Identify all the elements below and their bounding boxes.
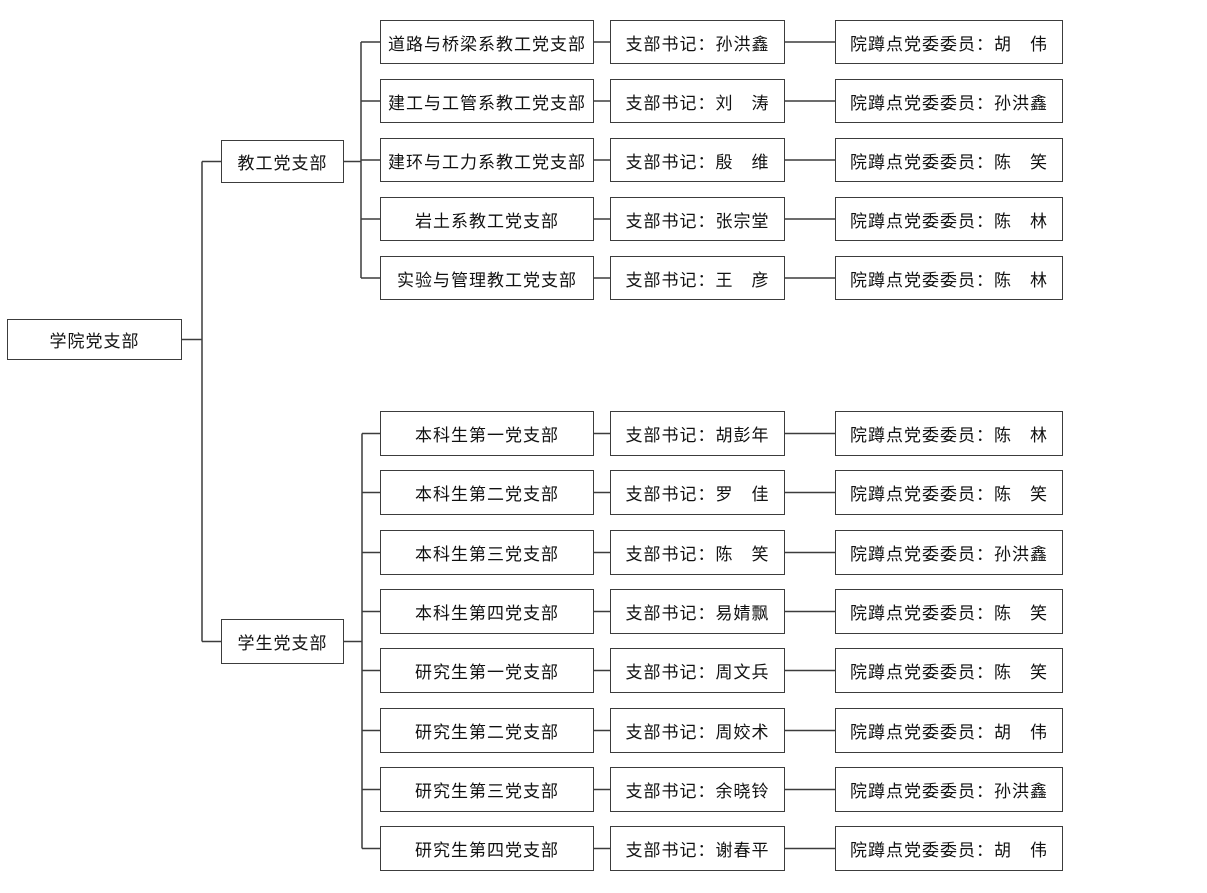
secretary-box: 支部书记：周文兵 xyxy=(610,648,785,693)
branch-box-teachers: 教工党支部 xyxy=(221,140,344,183)
committee-box: 院蹲点党委委员：胡 伟 xyxy=(835,826,1063,871)
unit-box: 本科生第二党支部 xyxy=(380,470,594,515)
unit-box: 实验与管理教工党支部 xyxy=(380,256,594,300)
branch-box-students: 学生党支部 xyxy=(221,619,344,664)
committee-box: 院蹲点党委委员：陈 林 xyxy=(835,256,1063,300)
unit-box: 建环与工力系教工党支部 xyxy=(380,138,594,182)
unit-box: 研究生第一党支部 xyxy=(380,648,594,693)
secretary-box: 支部书记：殷 维 xyxy=(610,138,785,182)
committee-box: 院蹲点党委委员：胡 伟 xyxy=(835,708,1063,753)
unit-box: 研究生第四党支部 xyxy=(380,826,594,871)
unit-box: 本科生第四党支部 xyxy=(380,589,594,634)
committee-box: 院蹲点党委委员：陈 笑 xyxy=(835,648,1063,693)
secretary-box: 支部书记：余晓铃 xyxy=(610,767,785,812)
secretary-box: 支部书记：刘 涛 xyxy=(610,79,785,123)
committee-box: 院蹲点党委委员：陈 笑 xyxy=(835,589,1063,634)
unit-box: 建工与工管系教工党支部 xyxy=(380,79,594,123)
committee-box: 院蹲点党委委员：孙洪鑫 xyxy=(835,530,1063,575)
secretary-box: 支部书记：谢春平 xyxy=(610,826,785,871)
secretary-box: 支部书记：孙洪鑫 xyxy=(610,20,785,64)
secretary-box: 支部书记：周姣术 xyxy=(610,708,785,753)
unit-box: 岩土系教工党支部 xyxy=(380,197,594,241)
committee-box: 院蹲点党委委员：陈 笑 xyxy=(835,138,1063,182)
committee-box: 院蹲点党委委员：陈 林 xyxy=(835,197,1063,241)
secretary-box: 支部书记：张宗堂 xyxy=(610,197,785,241)
secretary-box: 支部书记：易婧飘 xyxy=(610,589,785,634)
unit-box: 道路与桥梁系教工党支部 xyxy=(380,20,594,64)
committee-box: 院蹲点党委委员：孙洪鑫 xyxy=(835,767,1063,812)
secretary-box: 支部书记：胡彭年 xyxy=(610,411,785,456)
secretary-box: 支部书记：王 彦 xyxy=(610,256,785,300)
secretary-box: 支部书记：罗 佳 xyxy=(610,470,785,515)
unit-box: 研究生第二党支部 xyxy=(380,708,594,753)
unit-box: 本科生第一党支部 xyxy=(380,411,594,456)
committee-box: 院蹲点党委委员：胡 伟 xyxy=(835,20,1063,64)
committee-box: 院蹲点党委委员：孙洪鑫 xyxy=(835,79,1063,123)
committee-box: 院蹲点党委委员：陈 林 xyxy=(835,411,1063,456)
unit-box: 本科生第三党支部 xyxy=(380,530,594,575)
root-box: 学院党支部 xyxy=(7,319,182,360)
secretary-box: 支部书记：陈 笑 xyxy=(610,530,785,575)
committee-box: 院蹲点党委委员：陈 笑 xyxy=(835,470,1063,515)
unit-box: 研究生第三党支部 xyxy=(380,767,594,812)
